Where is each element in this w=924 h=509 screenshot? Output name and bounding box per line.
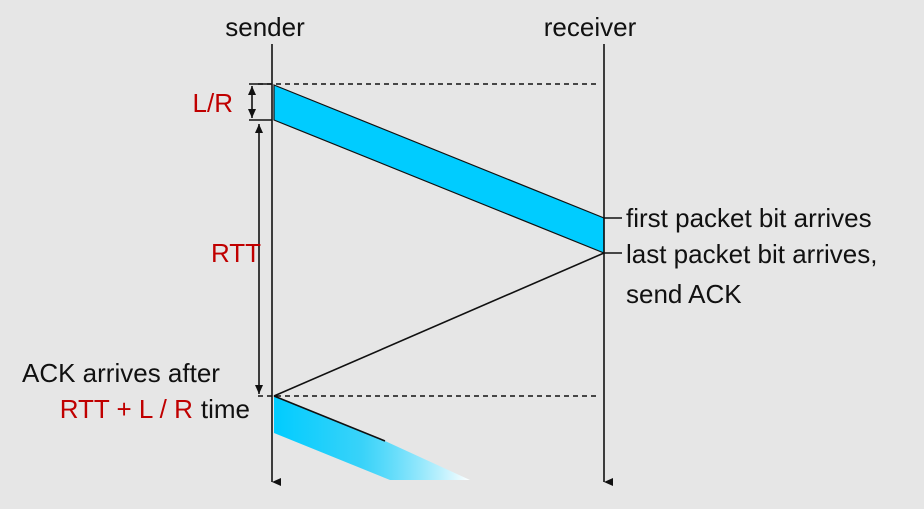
receiver-label: receiver: [544, 12, 637, 42]
lr-label: L/R: [193, 88, 233, 118]
ack-time-word: time: [201, 394, 250, 424]
rtt-label: RTT: [211, 238, 261, 268]
packet-band: [273, 84, 605, 254]
ack-arrives-label: ACK arrives after: [22, 358, 220, 388]
ack-line: [273, 252, 605, 397]
first-bit-label: first packet bit arrives: [626, 203, 872, 233]
last-bit-label-line1: last packet bit arrives,: [626, 239, 877, 269]
ack-time-label: RTT + L / R time: [60, 394, 250, 424]
next-packet-band: [274, 396, 470, 480]
last-bit-label-line2: send ACK: [626, 279, 742, 309]
sender-label: sender: [225, 12, 305, 42]
ack-time-red: RTT + L / R: [60, 394, 193, 424]
next-packet-edge: [273, 395, 386, 442]
